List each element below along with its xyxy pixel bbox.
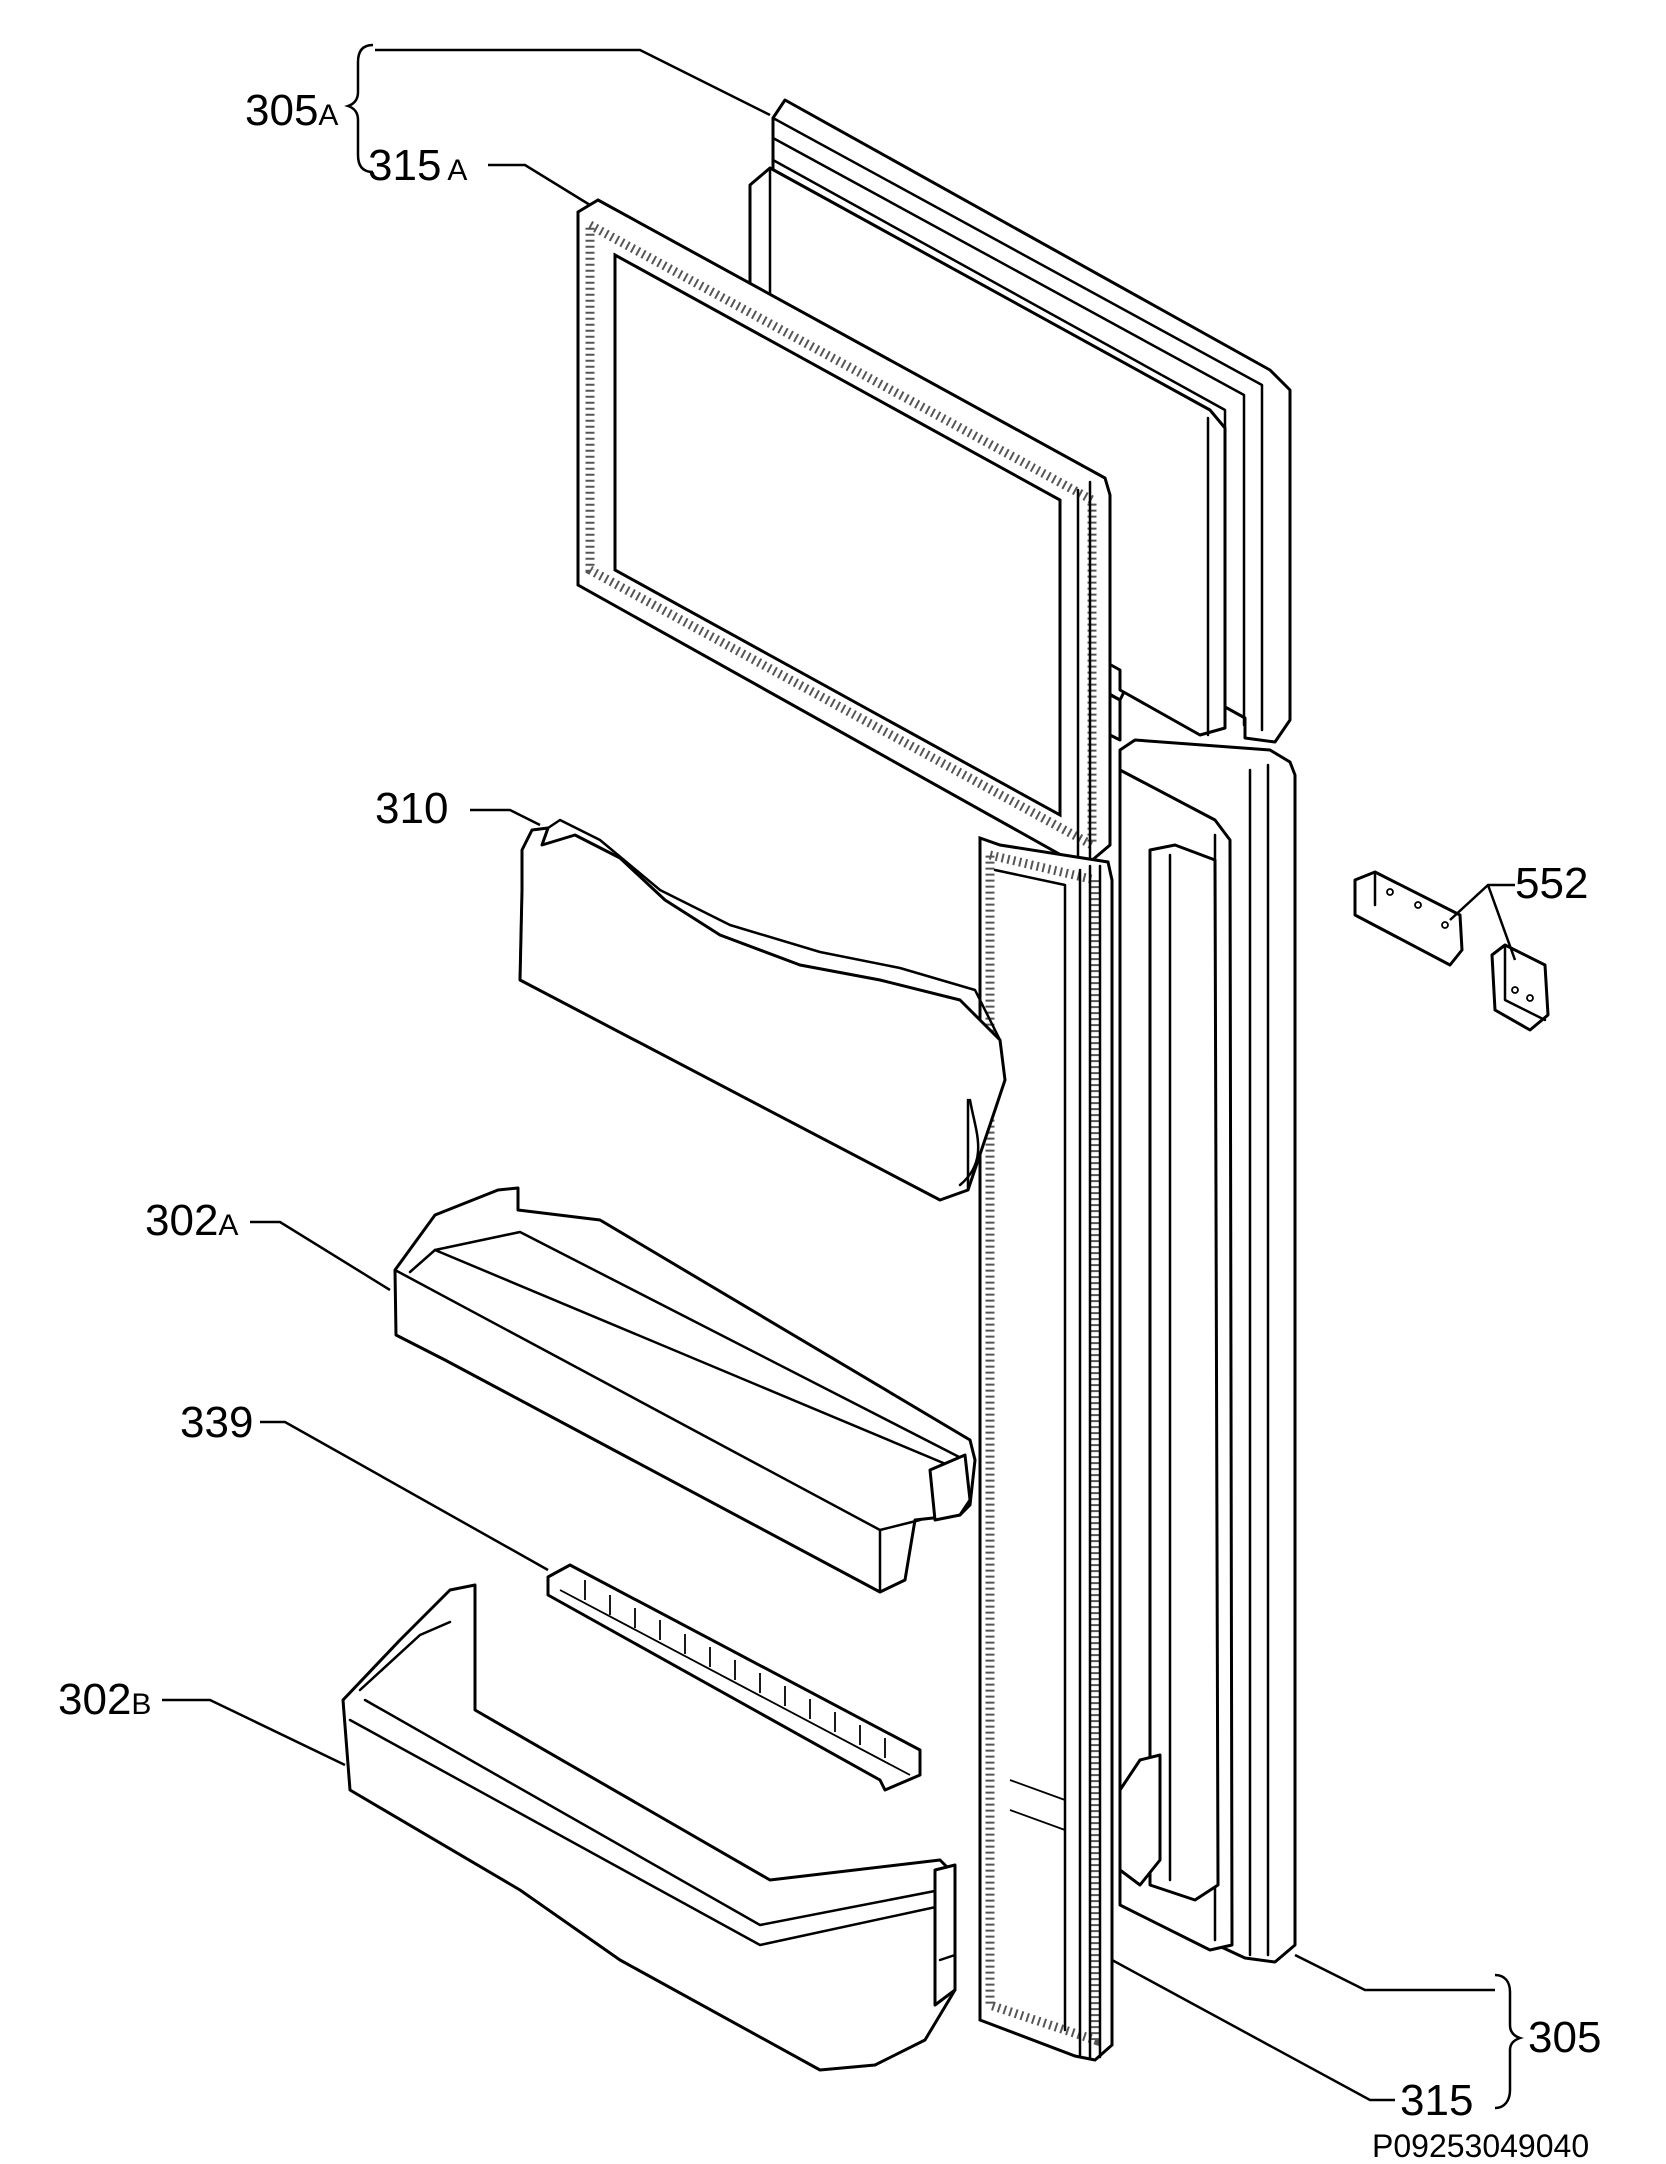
label-310: 310: [375, 784, 448, 833]
label-302A: 302A: [145, 1196, 238, 1245]
fridge-door-bottom-handle: [1118, 1753, 1162, 1887]
label-339: 339: [180, 1398, 253, 1447]
label-552: 552: [1515, 859, 1588, 908]
fridge-inner-back-wall: [1009, 1779, 1066, 1831]
fridge-door-gasket: [978, 835, 1114, 2062]
door-hinge-bracket: [1353, 870, 1550, 1032]
diagram-reference-code: P09253049040: [1372, 2128, 1589, 2164]
fridge-door-inner-liner: [1118, 768, 1234, 1952]
label-305: 305: [1528, 2013, 1601, 2062]
freezer-door-gasket: [576, 198, 1112, 864]
leader-lines: [162, 43, 1524, 2110]
door-bottle-bin-lower: [341, 1583, 957, 2072]
door-shelf-bottle-tray-upper: [393, 1186, 977, 1594]
label-302B: 302B: [58, 1675, 151, 1724]
label-305A: 305A: [245, 86, 338, 135]
door-shelf-bottle-divider: [546, 1563, 922, 1792]
label-315: 315: [1400, 2076, 1473, 2125]
dairy-compartment-flap: [518, 818, 1007, 1202]
